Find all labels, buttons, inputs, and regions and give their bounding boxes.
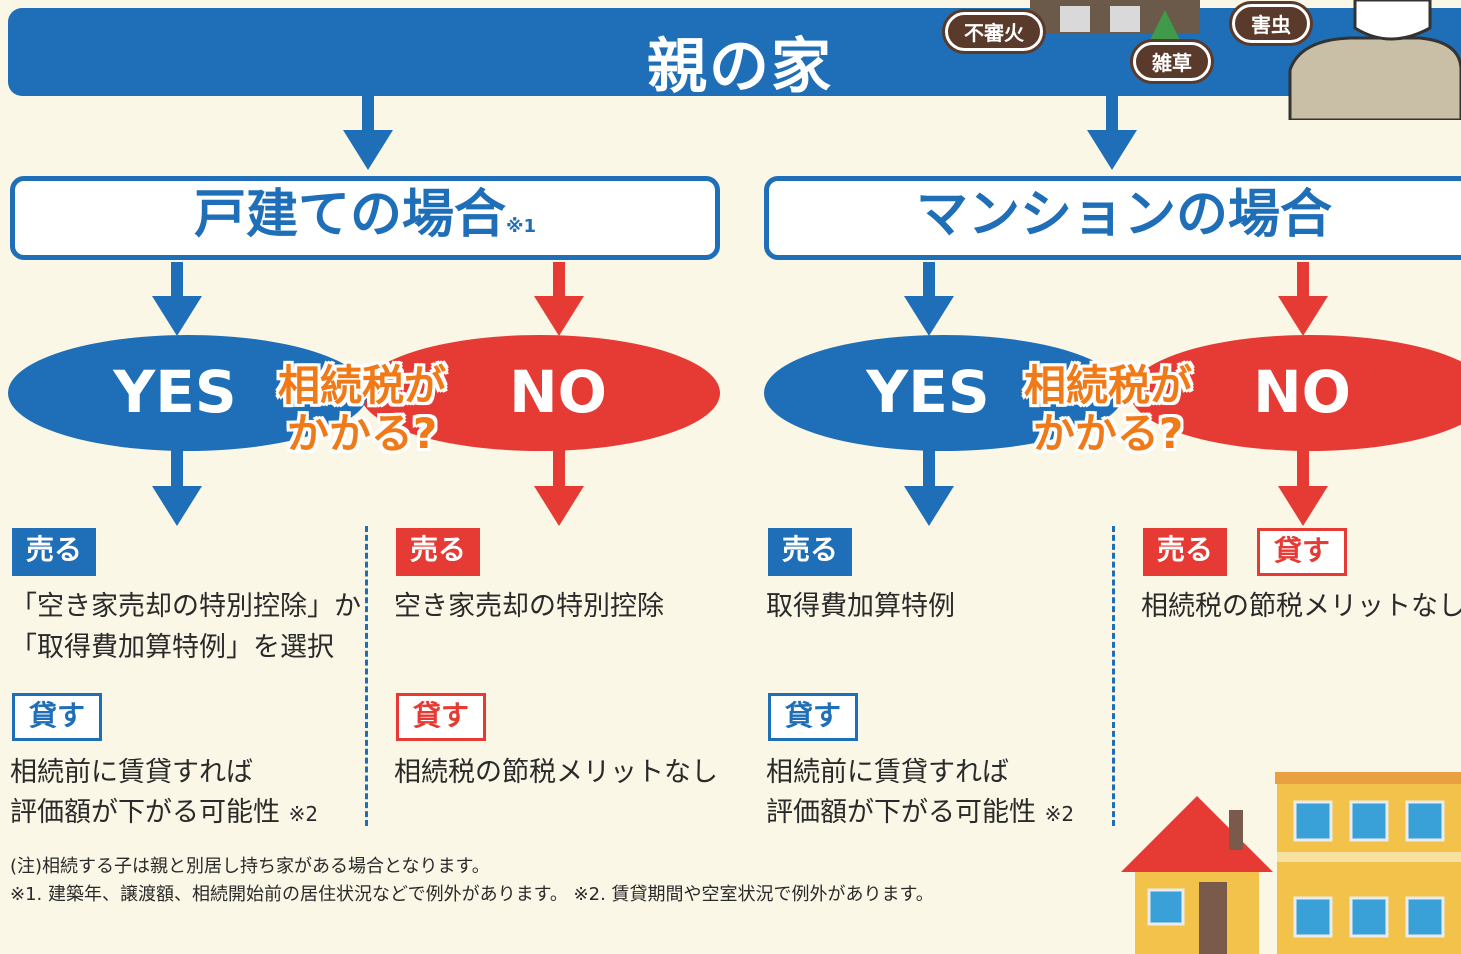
house-divider: [365, 526, 368, 826]
case-house-note: ※1: [505, 216, 537, 237]
condo-no-sell-badge: 売る: [1143, 528, 1228, 576]
condo-yes-lend-note: ※2: [1044, 802, 1075, 826]
tag-pests: 害虫: [1232, 4, 1310, 43]
condo-yes-label: YES: [866, 358, 990, 426]
condo-yes-lend-text-2: 評価額が下がる可能性 ※2: [766, 793, 1074, 834]
footnote-2: ※1. 建築年、譲渡額、相続開始前の居住状況などで例外があります。 ※2. 賃貸…: [10, 884, 934, 905]
house-question-line1: 相続税が: [277, 361, 446, 410]
tag-weeds: 雑草: [1133, 42, 1211, 81]
house-yes-lend-text-2: 評価額が下がる可能性 ※2: [10, 793, 318, 834]
house-question: 相続税が かかる?: [262, 362, 462, 458]
arrow-banner-right-head: [1087, 130, 1137, 170]
house-no-lend-badge: 貸す: [396, 693, 487, 741]
condo-no-ellipse: [1130, 335, 1461, 451]
person-illustration: [1288, 0, 1461, 120]
arrow-condo-yes-head: [904, 296, 954, 336]
condo-yes-sell-badge: 売る: [768, 528, 853, 576]
arrow-house-yes-head: [152, 296, 202, 336]
buildings-illustration: [1121, 772, 1461, 954]
condo-no-lend-badge: 貸す: [1257, 528, 1348, 576]
house-sketch: [1030, 0, 1200, 40]
house-yes-ellipse: [8, 335, 368, 451]
arrow-condo-no-head: [1278, 296, 1328, 336]
house-question-line2: かかる?: [286, 409, 438, 458]
case-condo-header: マンションの場合: [764, 176, 1461, 260]
condo-question-line2: かかる?: [1032, 409, 1184, 458]
condo-yes-sell-text: 取得費加算特例: [766, 591, 955, 622]
arrow-house-yes-shaft: [171, 262, 183, 300]
condo-yes-lend-text-1: 相続前に賃貸すれば: [766, 757, 1009, 788]
condo-question: 相続税が かかる?: [1008, 362, 1208, 458]
banner-title: 親の家: [647, 32, 833, 102]
house-yes-lend-note: ※2: [288, 802, 319, 826]
house-no-ellipse: [360, 335, 720, 451]
arrow-house-no-out-head: [534, 486, 584, 526]
condo-no-text: 相続税の節税メリットなし: [1141, 591, 1461, 622]
condo-yes-lend-text-2-main: 評価額が下がる可能性: [766, 797, 1036, 828]
arrow-condo-yes-out-head: [904, 486, 954, 526]
footnote-1: (注)相続する子は親と別居し持ち家がある場合となります。: [10, 856, 490, 877]
case-house-title: 戸建ての場合: [193, 185, 506, 245]
house-yes-sell-text-1: 「空き家売却の特別控除」か: [10, 591, 361, 622]
arrow-house-yes-out-shaft: [171, 450, 183, 490]
case-condo-title: マンションの場合: [915, 185, 1332, 245]
arrow-house-no-head: [534, 296, 584, 336]
house-yes-sell-badge: 売る: [12, 528, 97, 576]
house-yes-lend-text-1: 相続前に賃貸すれば: [10, 757, 253, 788]
house-no-lend-text: 相続税の節税メリットなし: [394, 757, 718, 788]
arrow-condo-yes-shaft: [923, 262, 935, 300]
condo-yes-ellipse: [764, 335, 1124, 451]
house-yes-sell-text-2: 「取得費加算特例」を選択: [10, 632, 334, 663]
arrow-condo-no-out-head: [1278, 486, 1328, 526]
house-no-label: NO: [509, 358, 607, 426]
tag-arson: 不審火: [945, 12, 1043, 51]
arrow-house-yes-out-head: [152, 486, 202, 526]
arrow-banner-left-head: [343, 130, 393, 170]
condo-question-line1: 相続税が: [1023, 361, 1192, 410]
arrow-condo-no-shaft: [1297, 262, 1309, 300]
arrow-house-no-out-shaft: [553, 450, 565, 490]
top-banner: [8, 8, 1461, 96]
house-yes-lend-badge: 貸す: [12, 693, 103, 741]
condo-divider: [1112, 526, 1115, 826]
arrow-banner-left-shaft: [362, 94, 374, 134]
arrow-condo-no-out-shaft: [1297, 450, 1309, 490]
condo-yes-lend-badge: 貸す: [768, 693, 859, 741]
house-no-sell-badge: 売る: [396, 528, 481, 576]
arrow-banner-right-shaft: [1106, 94, 1118, 134]
house-yes-label: YES: [113, 358, 237, 426]
condo-no-label: NO: [1253, 358, 1351, 426]
house-yes-lend-text-2-main: 評価額が下がる可能性: [10, 797, 280, 828]
arrow-condo-yes-out-shaft: [923, 450, 935, 490]
arrow-house-no-shaft: [553, 262, 565, 300]
case-house-header: 戸建ての場合※1: [10, 176, 720, 260]
house-no-sell-text: 空き家売却の特別控除: [394, 591, 664, 622]
